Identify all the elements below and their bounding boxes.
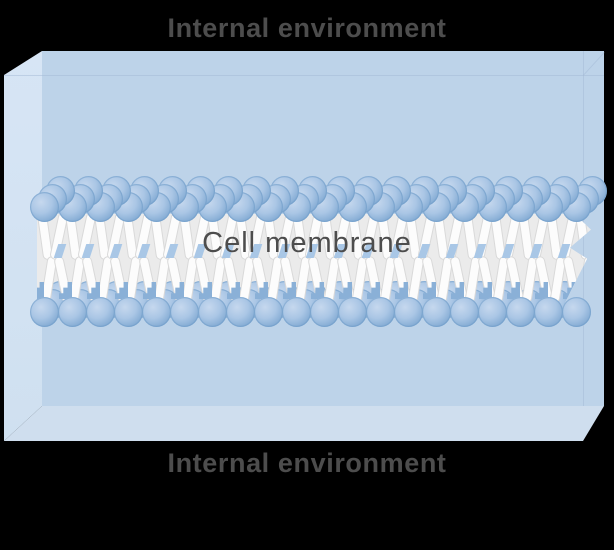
lipid-head — [29, 192, 59, 222]
lipid-head — [169, 297, 199, 327]
lipid-head — [421, 297, 451, 327]
membrane-label: Cell membrane — [202, 227, 412, 259]
lipid-head — [85, 297, 115, 327]
lipid-head — [29, 297, 59, 327]
lipid-head — [477, 297, 507, 327]
lipid-head — [141, 297, 171, 327]
box-bottom-face — [4, 406, 604, 441]
lipid-head — [225, 297, 255, 327]
lipid-head — [449, 297, 479, 327]
lipid-head — [505, 297, 535, 327]
lipid-head — [337, 297, 367, 327]
lipid-head — [561, 297, 591, 327]
lipid-head — [309, 297, 339, 327]
lipid-head — [253, 297, 283, 327]
lipid-head — [365, 297, 395, 327]
lipid-head — [393, 297, 423, 327]
bottom-environment-label: Internal environment — [167, 448, 447, 478]
box-inner-edge-horizontal — [4, 75, 604, 76]
lipid-head — [533, 297, 563, 327]
head-step-accent — [37, 282, 44, 299]
lipid-head — [197, 297, 227, 327]
lipid-head — [57, 297, 87, 327]
box-left-face — [4, 51, 42, 441]
lipid-head — [281, 297, 311, 327]
top-environment-label: Internal environment — [167, 13, 447, 43]
lipid-head — [113, 297, 143, 327]
